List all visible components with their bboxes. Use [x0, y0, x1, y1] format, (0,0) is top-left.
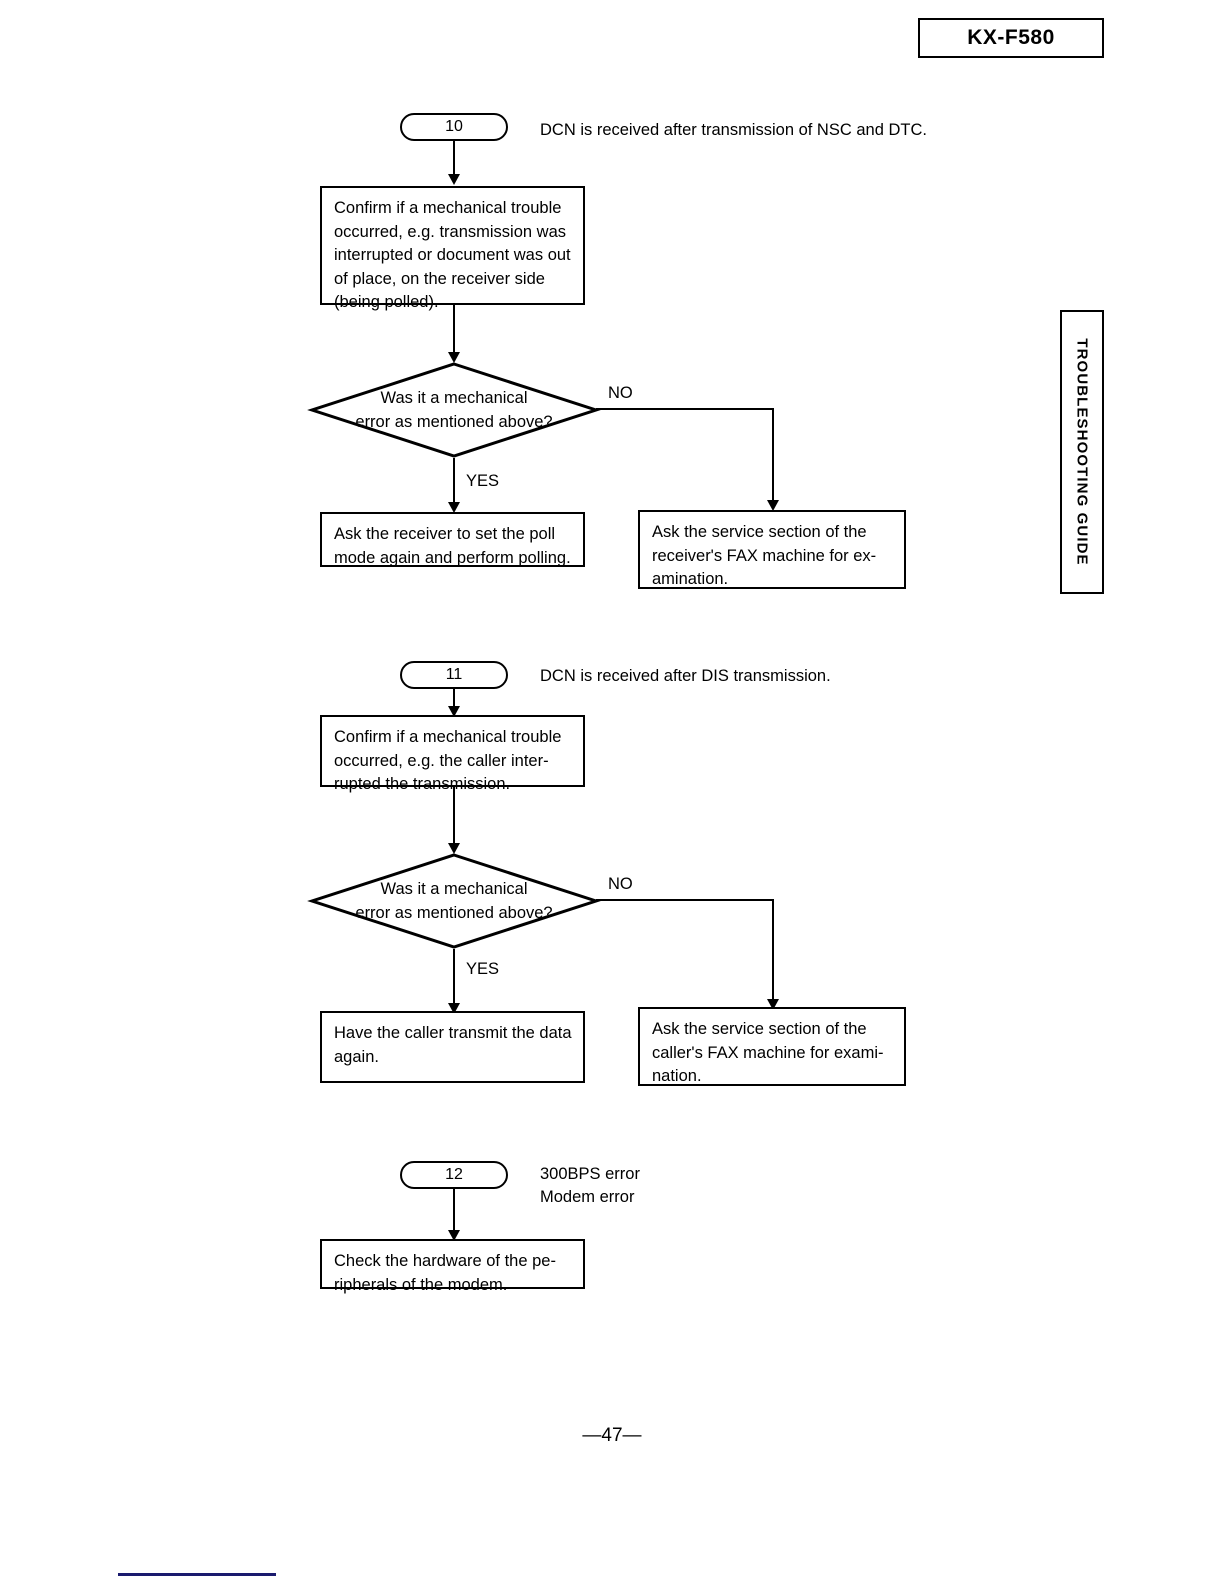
- connector-11-no-vertical: [772, 899, 774, 1003]
- model-number-box: KX-F580: [918, 18, 1104, 58]
- branch-label-10-no: NO: [608, 384, 633, 402]
- arrowhead-10-to-decision: [448, 352, 460, 363]
- caption-10: DCN is received after transmission of NS…: [540, 121, 927, 139]
- process-box-10: Confirm if a mechanical trouble occurred…: [320, 186, 585, 311]
- process-box-11: Confirm if a mechanical trouble occurred…: [320, 715, 585, 793]
- connector-12-start: [453, 1189, 455, 1233]
- result-box-11-no: Ask the service section of the caller's …: [638, 1007, 906, 1086]
- decision-diamond-11: Was it a mechanical error as mentioned a…: [307, 853, 601, 949]
- caption-11: DCN is received after DIS transmission.: [540, 667, 831, 685]
- arrowhead-11-yes: [448, 1003, 460, 1014]
- connector-10-start: [453, 141, 455, 175]
- connector-11-start: [453, 689, 455, 713]
- arrowhead-10-start: [448, 174, 460, 185]
- terminator-11-label: 11: [445, 666, 463, 683]
- decision-diamond-10: Was it a mechanical error as mentioned a…: [307, 362, 601, 458]
- connector-10-yes: [453, 458, 455, 506]
- result-box-10-no: Ask the service section of the receiver'…: [638, 510, 906, 589]
- connector-11-yes: [453, 949, 455, 1007]
- connector-11-no-horizontal: [596, 899, 774, 901]
- branch-label-11-yes: YES: [466, 960, 500, 978]
- section-tab-troubleshooting-guide: TROUBLESHOOTING GUIDE: [1060, 310, 1104, 594]
- section-tab-label: TROUBLESHOOTING GUIDE: [1073, 338, 1091, 566]
- arrowhead-11-to-decision: [448, 843, 460, 854]
- arrowhead-10-yes: [448, 502, 460, 513]
- terminator-12: 12: [400, 1161, 508, 1189]
- result-box-10-yes: Ask the receiver to set the poll mode ag…: [320, 512, 585, 567]
- arrowhead-11-start: [448, 706, 460, 717]
- result-box-11-yes: Have the caller transmit the data again.: [320, 1011, 585, 1083]
- terminator-11: 11: [400, 661, 508, 689]
- caption-12: 300BPS error Modem error: [540, 1165, 640, 1206]
- connector-10-to-decision: [453, 305, 455, 355]
- arrowhead-12-start: [448, 1230, 460, 1241]
- connector-10-no-vertical: [772, 408, 774, 504]
- connector-10-no-horizontal: [596, 408, 774, 410]
- model-number-label: KX-F580: [967, 26, 1055, 49]
- arrowhead-11-no: [767, 999, 779, 1010]
- branch-label-10-yes: YES: [466, 472, 500, 490]
- terminator-12-label: 12: [445, 1166, 463, 1183]
- page-number: —47—: [582, 1425, 642, 1446]
- branch-label-11-no: NO: [608, 875, 633, 893]
- terminator-10: 10: [400, 113, 508, 141]
- process-box-12: Check the hardware of the pe- ripherals …: [320, 1239, 585, 1294]
- bottom-rule: [118, 1573, 276, 1576]
- arrowhead-10-no: [767, 500, 779, 511]
- connector-11-to-decision: [453, 787, 455, 847]
- terminator-10-label: 10: [445, 118, 463, 135]
